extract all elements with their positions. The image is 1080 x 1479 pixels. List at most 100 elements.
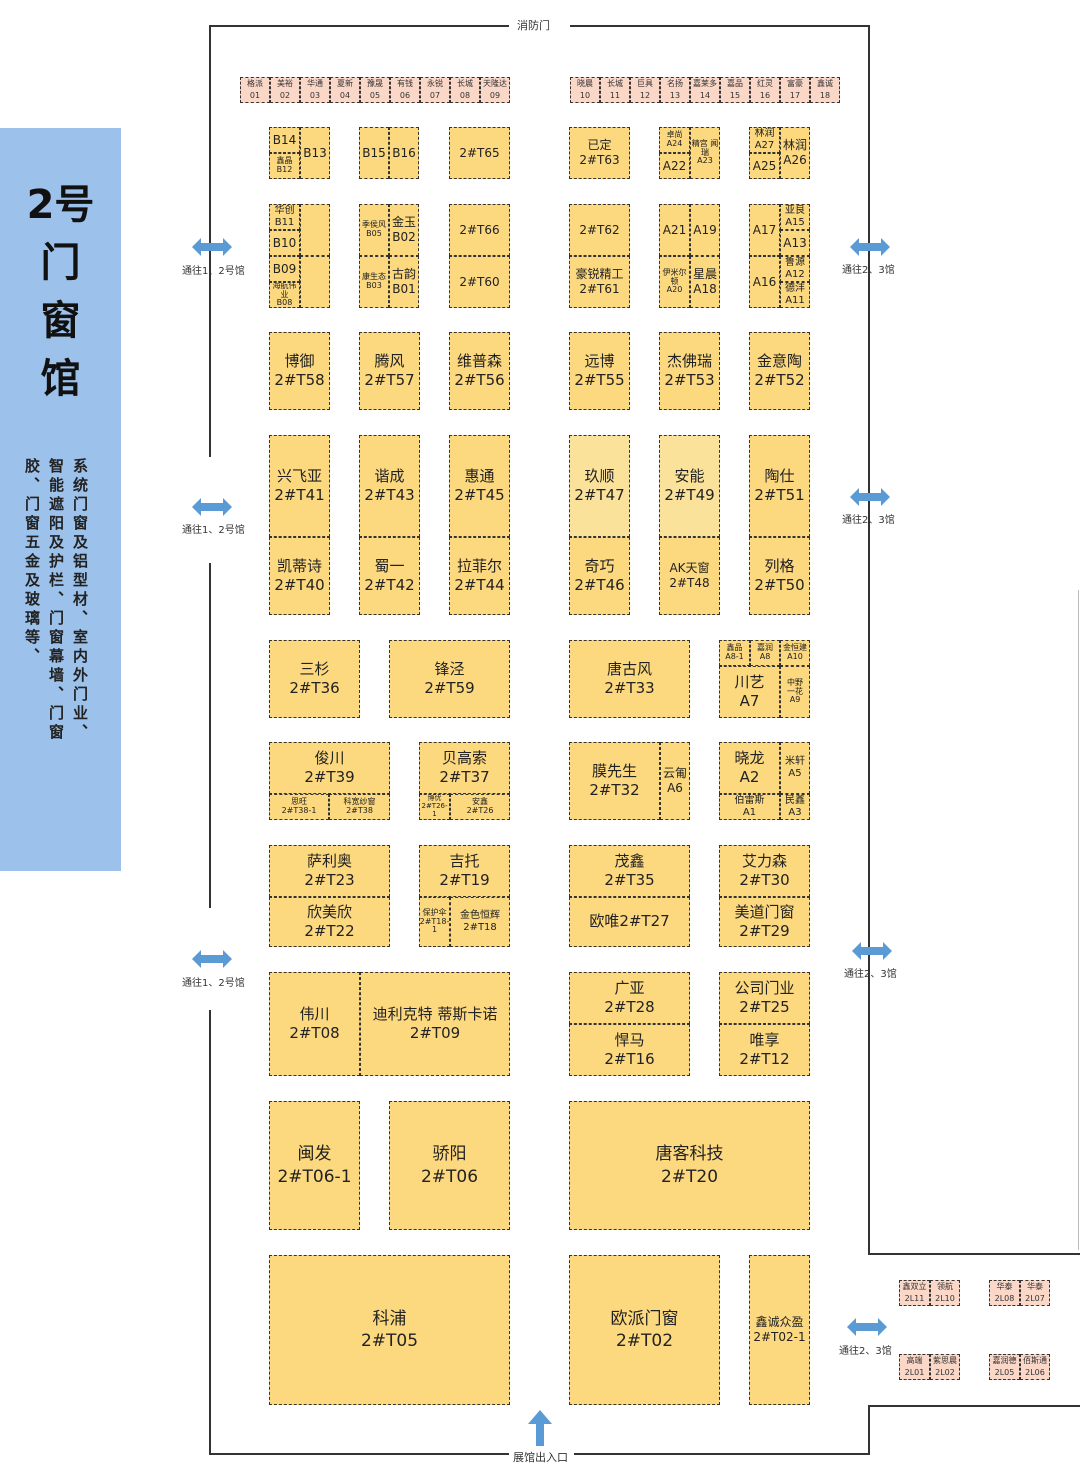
booth-t09[interactable]: 迪利克特 蒂斯卡诺 2#T09 — [360, 972, 510, 1076]
booth-a18[interactable]: 星晨 A18 — [690, 256, 720, 308]
booth-a5[interactable]: 米轩 A5 — [780, 742, 810, 794]
booth-t53[interactable]: 杰佛瑞 2#T53 — [659, 332, 720, 410]
booth-t30[interactable]: 艾力森 2#T30 — [719, 845, 810, 897]
top-booth-09[interactable]: 天隆达 09 — [480, 77, 510, 103]
booth-t65[interactable]: 2#T65 — [449, 127, 510, 179]
booth-2l02[interactable]: 紫思晨 2L02 — [930, 1354, 960, 1380]
booth-a3[interactable]: 民鑫 A3 — [780, 794, 810, 820]
top-booth-02[interactable]: 美裕 02 — [270, 77, 300, 103]
booth-2l08[interactable]: 华泰 2L08 — [989, 1280, 1020, 1306]
booth-t36[interactable]: 三杉 2#T36 — [269, 640, 360, 718]
booth-a20[interactable]: 伊米尔 顿 A20 — [659, 256, 690, 308]
booth-t25[interactable]: 公司门业 2#T25 — [719, 972, 810, 1024]
booth-t27[interactable]: 欧唯2#T27 — [569, 897, 690, 947]
booth-t06-1[interactable]: 闽发 2#T06-1 — [269, 1101, 360, 1230]
booth-a12[interactable]: 鲁源 A12 — [780, 256, 810, 282]
booth-a17[interactable]: A17 — [749, 204, 780, 256]
booth-a7[interactable]: 川艺 A7 — [719, 666, 780, 718]
booth-t12[interactable]: 唯享 2#T12 — [719, 1024, 810, 1076]
booth-b05[interactable]: 季侯风 B05 — [359, 204, 389, 256]
booth-t59[interactable]: 锋泾 2#T59 — [389, 640, 510, 718]
booth-t06[interactable]: 骄阳 2#T06 — [389, 1101, 510, 1230]
booth-a27[interactable]: 林润 A27 — [749, 127, 780, 153]
booth-a6[interactable]: 云匍 A6 — [660, 742, 690, 820]
booth-t58[interactable]: 博御 2#T58 — [269, 332, 330, 410]
booth-a2[interactable]: 晓龙 A2 — [719, 742, 780, 794]
top-booth-18[interactable]: 鑫诚 18 — [810, 77, 840, 103]
booth-t42[interactable]: 蜀一 2#T42 — [359, 537, 420, 615]
booth-t22[interactable]: 欣美欣 2#T22 — [269, 897, 390, 947]
booth-a11[interactable]: 德沣 A11 — [780, 282, 810, 308]
booth-b11[interactable]: 华创 B11 — [269, 204, 300, 230]
top-booth-05[interactable]: 豫晟 05 — [360, 77, 390, 103]
booth-a9[interactable]: 中野 一花 A9 — [780, 666, 810, 718]
booth-2l01[interactable]: 高端 2L01 — [899, 1354, 930, 1380]
booth-2l10[interactable]: 领航 2L10 — [930, 1280, 960, 1306]
booth-a23[interactable]: 精宫 闻 瑞 A23 — [690, 127, 720, 179]
booth-t23[interactable]: 萨利奥 2#T23 — [269, 845, 390, 897]
booth-t63[interactable]: 已定 2#T63 — [569, 127, 630, 179]
booth-t02[interactable]: 欧派门窗 2#T02 — [569, 1255, 720, 1405]
booth-t43[interactable]: 谐成 2#T43 — [359, 435, 420, 537]
booth-b13[interactable]: B13 — [300, 127, 330, 179]
booth-t02-1[interactable]: 鑫诚众盈 2#T02-1 — [749, 1255, 810, 1405]
booth-t35[interactable]: 茂鑫 2#T35 — [569, 845, 690, 897]
booth-a8-1[interactable]: 鑫品 A8-1 — [719, 640, 750, 666]
booth-2l07[interactable]: 华泰 2L07 — [1020, 1280, 1050, 1306]
booth-2l11[interactable]: 鑫双立 2L11 — [899, 1280, 930, 1306]
booth-t37[interactable]: 贝高索 2#T37 — [419, 742, 510, 794]
top-booth-04[interactable]: 夏新 04 — [330, 77, 360, 103]
top-booth-07[interactable]: 永锐 07 — [420, 77, 450, 103]
booth-t29[interactable]: 美道门窗 2#T29 — [719, 897, 810, 947]
booth-t33[interactable]: 唐古风 2#T33 — [569, 640, 690, 718]
booth-t05[interactable]: 科浦 2#T05 — [269, 1255, 510, 1405]
booth-b14[interactable]: B14 — [269, 127, 300, 153]
booth-blank-2[interactable] — [300, 256, 330, 308]
booth-t39[interactable]: 俊川 2#T39 — [269, 742, 390, 794]
booth-t18-1[interactable]: 保护伞 2#T18- 1 — [419, 897, 450, 947]
top-booth-10[interactable]: 晓晨 10 — [570, 77, 600, 103]
booth-a10[interactable]: 金恒建 A10 — [780, 640, 810, 666]
booth-t45[interactable]: 惠通 2#T45 — [449, 435, 510, 537]
booth-t41[interactable]: 兴飞亚 2#T41 — [269, 435, 330, 537]
booth-t49[interactable]: 安能 2#T49 — [659, 435, 720, 537]
booth-t20[interactable]: 唐客科技 2#T20 — [569, 1101, 810, 1230]
top-booth-15[interactable]: 嘉品 15 — [720, 77, 750, 103]
booth-t28[interactable]: 广亚 2#T28 — [569, 972, 690, 1024]
booth-b08[interactable]: 海航伟 业 B08 — [269, 282, 300, 308]
booth-a25[interactable]: A25 — [749, 153, 780, 179]
booth-b03[interactable]: 康生态 B03 — [359, 256, 389, 308]
booth-a21[interactable]: A21 — [659, 204, 690, 256]
booth-b12[interactable]: 鑫晶 B12 — [269, 153, 300, 179]
booth-a22[interactable]: A22 — [659, 153, 690, 179]
booth-a1[interactable]: 伯雷斯 A1 — [719, 794, 780, 820]
booth-t51[interactable]: 陶仕 2#T51 — [749, 435, 810, 537]
booth-blank-1[interactable] — [300, 204, 330, 256]
top-booth-13[interactable]: 名扬 13 — [660, 77, 690, 103]
booth-a15[interactable]: 亚良 A15 — [780, 204, 810, 230]
booth-t44[interactable]: 拉菲尔 2#T44 — [449, 537, 510, 615]
booth-t55[interactable]: 远博 2#T55 — [569, 332, 630, 410]
booth-t32[interactable]: 膜先生 2#T32 — [569, 742, 660, 820]
booth-t56[interactable]: 维普森 2#T56 — [449, 332, 510, 410]
booth-t50[interactable]: 列格 2#T50 — [749, 537, 810, 615]
booth-t57[interactable]: 腾风 2#T57 — [359, 332, 420, 410]
top-booth-12[interactable]: 巨具 12 — [630, 77, 660, 103]
booth-t19[interactable]: 吉托 2#T19 — [419, 845, 510, 897]
top-booth-17[interactable]: 富豪 17 — [780, 77, 810, 103]
top-booth-14[interactable]: 嘉莱多 14 — [690, 77, 720, 103]
top-booth-01[interactable]: 格派 01 — [240, 77, 270, 103]
booth-t46[interactable]: 奇巧 2#T46 — [569, 537, 630, 615]
booth-t62[interactable]: 2#T62 — [569, 204, 630, 256]
booth-a26[interactable]: 林润 A26 — [780, 127, 810, 179]
booth-t48[interactable]: AK天窗 2#T48 — [659, 537, 720, 615]
top-booth-11[interactable]: 长城 11 — [600, 77, 630, 103]
booth-t47[interactable]: 玖顺 2#T47 — [569, 435, 630, 537]
top-booth-03[interactable]: 华通 03 — [300, 77, 330, 103]
booth-t38[interactable]: 科宽纱窗 2#T38 — [329, 794, 390, 820]
booth-t26-1[interactable]: 博优 2#T26-1 — [419, 794, 450, 820]
booth-t40[interactable]: 凯蒂诗 2#T40 — [269, 537, 330, 615]
top-booth-16[interactable]: 红灵 16 — [750, 77, 780, 103]
booth-t61[interactable]: 豪锐精工 2#T61 — [569, 256, 630, 308]
booth-2l05[interactable]: 嘉润德 2L05 — [989, 1354, 1020, 1380]
